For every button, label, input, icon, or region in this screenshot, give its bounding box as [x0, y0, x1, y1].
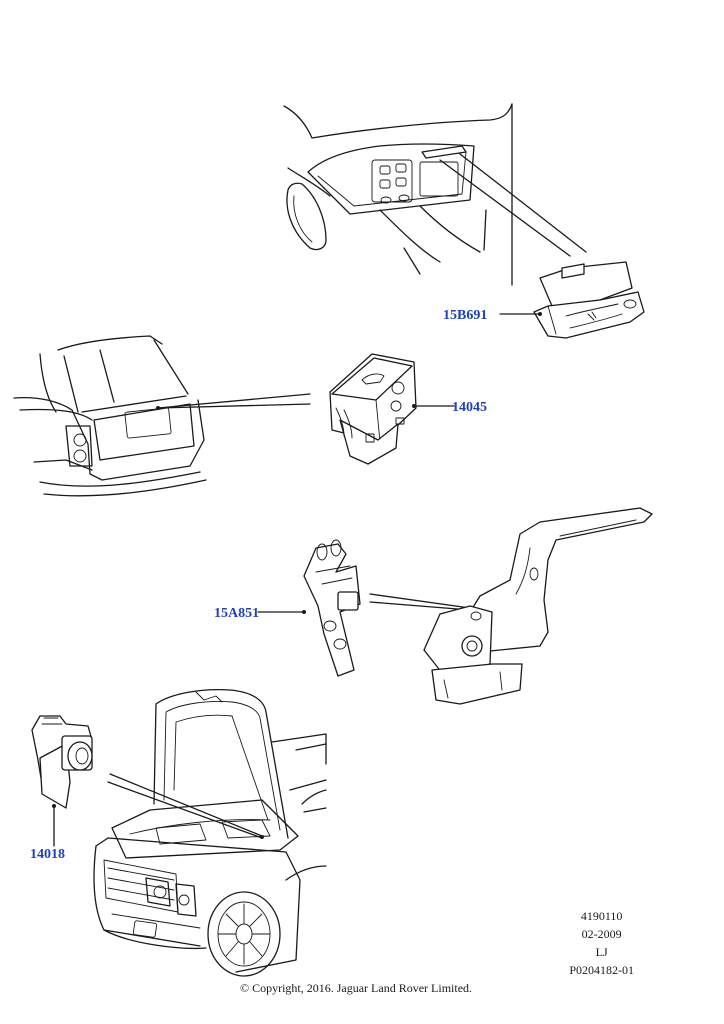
meta-line-3: LJ [595, 945, 608, 959]
overhead-console-illustration [283, 103, 645, 339]
vehicle-rear-illustration [13, 335, 455, 497]
meta-line-1: 4190110 [580, 909, 623, 923]
meta-line-2: 02-2009 [581, 927, 622, 941]
callout-14018[interactable]: 14018 [30, 847, 65, 862]
callout-14045[interactable]: 14045 [452, 400, 487, 415]
vehicle-front-illustration [31, 688, 327, 977]
callout-15a851[interactable]: 15A851 [214, 606, 260, 621]
park-brake-illustration [257, 507, 653, 705]
copyright-notice: © Copyright, 2016. Jaguar Land Rover Lim… [239, 981, 473, 995]
illustration-reference: 4190110 02-2009 LJ P0204182-01 [569, 907, 634, 979]
callout-15b691[interactable]: 15B691 [443, 308, 488, 323]
meta-line-4: P0204182-01 [569, 963, 634, 977]
